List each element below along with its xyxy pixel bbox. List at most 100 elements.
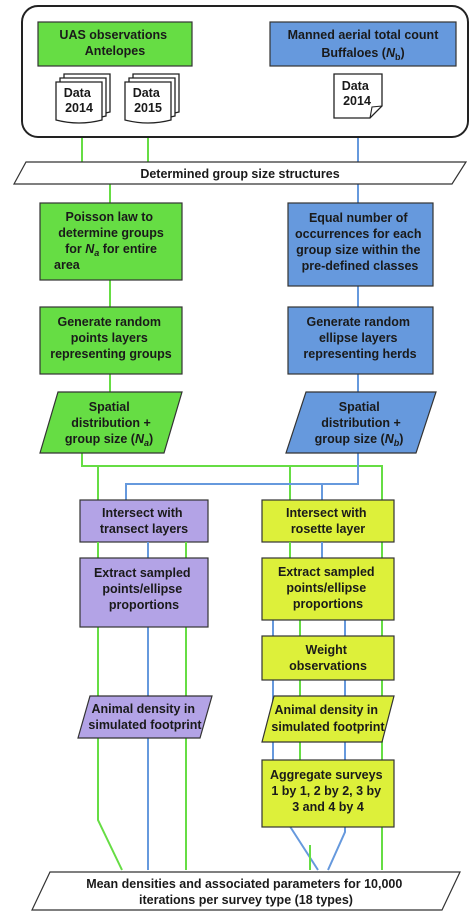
poisson-line-3-suffix: for entire <box>99 242 157 256</box>
group-size-label: Determined group size structures <box>140 167 339 181</box>
gen-points-line-3: representing groups <box>50 347 172 361</box>
spatial-a-var: N <box>135 432 145 446</box>
equal-line-1: Equal number of <box>309 211 408 225</box>
aggregate-line-2: 1 by 1, 2 by 2, 3 by <box>271 784 381 798</box>
column-links <box>97 542 346 760</box>
data-2015-label: Data <box>133 86 161 100</box>
gen-ellipse-line-2: ellipse layers <box>319 331 398 345</box>
poisson-line-3-prefix: for <box>65 242 85 256</box>
svg-text:Poisson law to determine: Poisson law to determine groups <box>58 210 164 240</box>
density-right-line-1: Animal density in <box>275 703 379 717</box>
rosette-line-1: Intersect with <box>286 506 367 520</box>
aggregate-line-3: 3 and 4 by 4 <box>292 800 364 814</box>
equal-line-3: group size within the <box>296 243 420 257</box>
aggregate-line-1: Aggregate surveys <box>270 768 383 782</box>
uas-line-2: Antelopes <box>85 44 145 58</box>
final-line-2: iterations per survey type (18 types) <box>139 893 353 907</box>
final-results-box: Mean densities and associated parameters… <box>31 871 461 911</box>
spatial-b-sub: b <box>394 438 400 448</box>
svg-text:Extract sampled points/e: Extract sampled points/ellipse proportio… <box>278 565 378 611</box>
svg-text:group size (Na): group size (Na) <box>65 432 153 448</box>
weight-observations-box: Weight observations <box>261 635 395 681</box>
poisson-var: N <box>85 242 95 256</box>
uas-line-1: UAS observations <box>59 28 167 42</box>
poisson-line-4: area <box>54 258 81 272</box>
svg-text:Weight observations: Weight observations <box>289 643 367 673</box>
data-2014-label: Data <box>64 86 92 100</box>
gen-points-line-2: points layers <box>71 331 148 345</box>
weight-line-2: observations <box>289 659 367 673</box>
extract-right-line-2: points/ellipse <box>286 581 366 595</box>
svg-text:Data 2014: Data 2014 <box>64 86 95 115</box>
extract-left-line-2: points/ellipse <box>102 582 182 596</box>
uas-observations-box: UAS observations Antelopes <box>37 21 193 67</box>
spatial-a-line-1: Spatial <box>89 400 130 414</box>
gen-ellipse-line-3: representing herds <box>303 347 416 361</box>
transect-line-2: transect layers <box>100 522 188 536</box>
gen-points-line-1: Generate random <box>58 315 162 329</box>
data-2015-year: 2015 <box>134 101 162 115</box>
spatial-b-line-1: Spatial <box>339 400 380 414</box>
svg-text:Data 2014: Data 2014 <box>342 79 373 108</box>
spatial-b-line-2: distribution + <box>321 416 401 430</box>
data-2015-document-stack: Data 2015 <box>124 73 180 124</box>
poisson-line-1: Poisson law to <box>66 210 154 224</box>
group-size-structures-box: Determined group size structures <box>12 161 468 185</box>
animal-density-left-box: Animal density in simulated footprint <box>77 695 213 739</box>
density-left-line-2: simulated footprint <box>88 718 202 732</box>
spatial-distribution-b-box: Spatial distribution + group size (Nb) <box>285 391 437 454</box>
svg-text:Equal number of occurren: Equal number of occurrences for each gro… <box>295 211 425 273</box>
rosette-line-2: rosette layer <box>291 522 365 536</box>
spatial-a-line-3-prefix: group size ( <box>65 432 136 446</box>
extract-right-line-3: proportions <box>293 597 363 611</box>
svg-text:Intersect with rosette l: Intersect with rosette layer <box>286 506 370 536</box>
svg-text:UAS observations Antelop: UAS observations Antelopes <box>59 28 170 58</box>
connector-spatial-b-split <box>125 453 359 500</box>
data-2014-year: 2014 <box>65 101 93 115</box>
extract-proportions-left-box: Extract sampled points/ellipse proportio… <box>79 557 209 628</box>
equal-line-4: pre-defined classes <box>302 259 419 273</box>
extract-left-line-3: proportions <box>109 598 179 612</box>
spatial-b-line-3-suffix: ) <box>399 432 403 446</box>
gen-ellipse-line-1: Generate random <box>307 315 411 329</box>
svg-text:Manned aerial total count: Manned aerial total count <box>288 28 440 42</box>
density-left-line-1: Animal density in <box>92 702 196 716</box>
animal-density-right-box: Animal density in simulated footprint <box>261 695 395 743</box>
intersect-transect-box: Intersect with transect layers <box>79 499 209 543</box>
manned-var: N <box>386 46 396 60</box>
spatial-a-line-3-suffix: ) <box>149 432 153 446</box>
svg-text:Animal density in simula: Animal density in simulated footprint <box>88 702 202 732</box>
connector-left-green-outer <box>97 738 123 871</box>
svg-text:Spatial distribution +: Spatial distribution + <box>321 400 401 430</box>
data-2014-manned-label: Data <box>342 79 370 93</box>
svg-text:group size (Nb): group size (Nb) <box>315 432 404 448</box>
svg-text:Aggregate surveys 1 by: Aggregate surveys 1 by 1, 2 by 2, 3 by 3… <box>270 768 386 814</box>
weight-line-1: Weight <box>306 643 348 657</box>
generate-points-box: Generate random points layers representi… <box>39 306 183 375</box>
svg-text:Animal density in simula: Animal density in simulated footprint <box>271 703 385 734</box>
transect-line-1: Intersect with <box>102 506 183 520</box>
spatial-a-sub: a <box>144 438 149 448</box>
svg-text:Spatial distribution +: Spatial distribution + <box>71 400 151 430</box>
spatial-distribution-a-box: Spatial distribution + group size (Na) <box>39 391 183 454</box>
spatial-b-var: N <box>385 432 395 446</box>
data-2014-manned-document: Data 2014 <box>333 73 383 119</box>
manned-line-2-prefix: Buffaloes ( <box>321 46 386 60</box>
poisson-sub: a <box>94 248 99 258</box>
spatial-b-line-3-prefix: group size ( <box>315 432 386 446</box>
final-line-1: Mean densities and associated parameters… <box>86 877 402 891</box>
spatial-a-line-2: distribution + <box>71 416 151 430</box>
extract-right-line-1: Extract sampled <box>278 565 375 579</box>
manned-sub: b <box>395 52 401 62</box>
aggregate-surveys-box: Aggregate surveys 1 by 1, 2 by 2, 3 by 3… <box>261 759 395 828</box>
manned-count-box: Manned aerial total count Buffaloes (Nb) <box>269 21 457 67</box>
svg-text:Intersect with transect: Intersect with transect layers <box>100 506 188 536</box>
svg-text:Buffaloes (Nb): Buffaloes (Nb) <box>321 46 404 62</box>
intersect-rosette-box: Intersect with rosette layer <box>261 499 395 543</box>
equal-occurrences-box: Equal number of occurrences for each gro… <box>287 202 434 287</box>
svg-text:Generate random points l: Generate random points layers representi… <box>50 315 172 361</box>
svg-text:Data 2015: Data 2015 <box>133 86 164 115</box>
equal-line-2: occurrences for each <box>295 227 421 241</box>
generate-ellipse-box: Generate random ellipse layers represent… <box>287 306 434 375</box>
